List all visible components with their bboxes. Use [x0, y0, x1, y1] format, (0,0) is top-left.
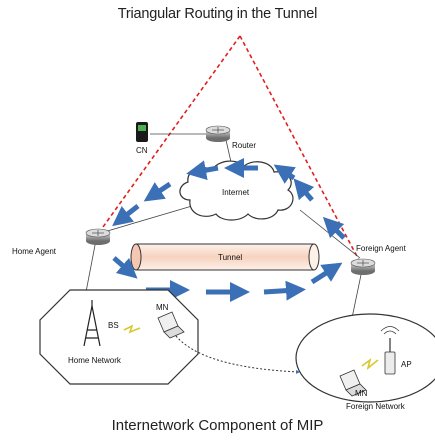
wireless-signal-icon [123, 324, 141, 334]
foreign-network-area [295, 313, 435, 403]
bs-tower-icon [83, 300, 101, 347]
link-homeagent-internet [103, 205, 193, 233]
cn-label: CN [136, 146, 148, 155]
home-network-label: Home Network [68, 356, 121, 365]
flow-arrows [112, 158, 346, 302]
ap-antenna-icon [380, 326, 400, 375]
mn-laptop-icon [339, 369, 367, 397]
wireless-signal-icon [361, 358, 379, 371]
foreign-agent-router-icon [350, 258, 376, 275]
link-foreignagent-foreignnet [351, 269, 363, 319]
diagram-caption: Internetwork Component of MIP [111, 417, 324, 434]
mn-movement-arrow [175, 335, 300, 374]
diagram-title: Triangular Routing in the Tunnel [117, 6, 318, 22]
bs-label: BS [108, 321, 119, 330]
router-label: Router [232, 141, 257, 150]
mn-home-label: MN [156, 303, 169, 312]
tunnel-label: Tunnel [218, 253, 243, 262]
foreign-network-label: Foreign Network [346, 402, 405, 411]
cn-phone-icon [136, 122, 148, 142]
home-agent-router-icon [85, 228, 111, 245]
mn-laptop-icon [157, 311, 185, 339]
triangle-route-right [239, 35, 361, 263]
link-homeagent-homenet [85, 239, 97, 293]
foreign-agent-label: Foreign Agent [356, 244, 406, 253]
ap-label: AP [401, 360, 412, 369]
home-network-area [39, 289, 199, 385]
router-icon [205, 125, 231, 142]
mn-foreign-label: MN [355, 389, 368, 398]
triangle-route-left [97, 35, 241, 235]
internet-label: Internet [222, 188, 250, 197]
home-agent-label: Home Agent [12, 247, 57, 256]
